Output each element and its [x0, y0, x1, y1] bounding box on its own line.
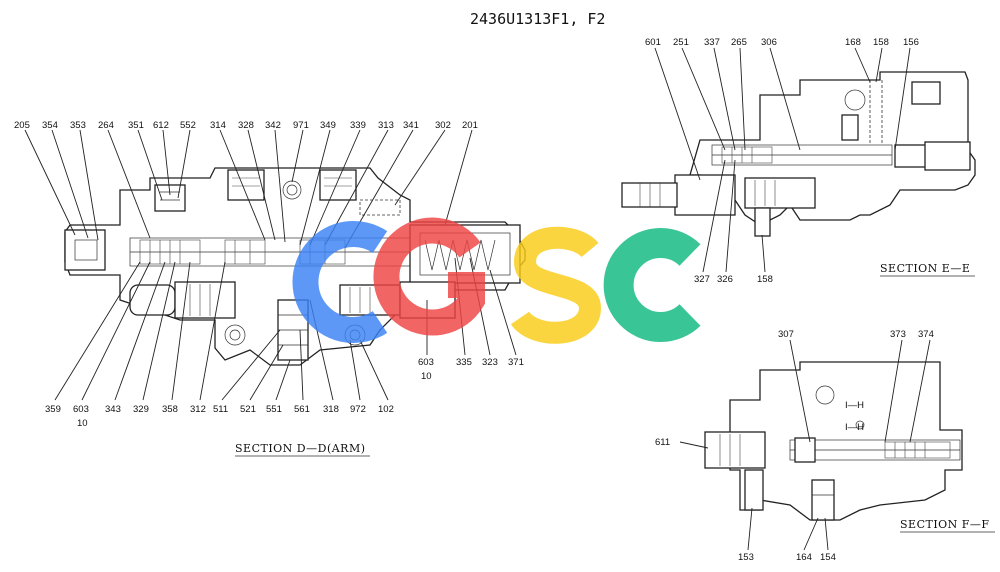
label-353: 353 [70, 120, 86, 131]
label-551: 551 [266, 404, 282, 415]
label-342: 342 [265, 120, 281, 131]
label-371: 371 [508, 357, 524, 368]
label-552: 552 [180, 120, 196, 131]
label-359: 359 [45, 404, 61, 415]
watermark-letter-c2 [603, 228, 701, 342]
label-561: 561 [294, 404, 310, 415]
label-264: 264 [98, 120, 114, 131]
label-603-right: 603 [418, 357, 434, 368]
label-329: 329 [133, 404, 149, 415]
label-314: 314 [210, 120, 226, 131]
watermark-letter-s [510, 226, 602, 344]
section-ee-drawing [621, 71, 976, 237]
label-374: 374 [918, 329, 934, 340]
label-302: 302 [435, 120, 451, 131]
label-603-left: 603 [73, 404, 89, 415]
label-10-right: 10 [421, 371, 432, 382]
section-ff-caption: SECTION F—F [900, 518, 990, 531]
label-168: 168 [845, 37, 861, 48]
label-972: 972 [350, 404, 366, 415]
watermark-letter-g [373, 217, 485, 336]
label-251: 251 [673, 37, 689, 48]
section-dd-labels: 205 354 353 264 351 612 552 314 328 342 … [14, 120, 524, 429]
label-328: 328 [238, 120, 254, 131]
annotation-ih-top: I—H [845, 400, 864, 411]
label-335: 335 [456, 357, 472, 368]
label-337: 337 [704, 37, 720, 48]
label-358: 358 [162, 404, 178, 415]
label-611: 611 [655, 437, 670, 448]
label-158-bottom: 158 [757, 274, 773, 285]
section-ff-labels: 307 373 374 611 153 164 154 I—H I—H [655, 329, 934, 563]
label-313: 313 [378, 120, 394, 131]
label-343: 343 [105, 404, 121, 415]
label-307: 307 [778, 329, 794, 340]
section-ff-drawing [704, 361, 963, 521]
label-349: 349 [320, 120, 336, 131]
drawing-title: 2436U1313F1, F2 [470, 10, 605, 28]
label-326: 326 [717, 274, 733, 285]
label-323: 323 [482, 357, 498, 368]
section-dd-caption: SECTION D—D(ARM) [235, 442, 366, 455]
label-156: 156 [903, 37, 919, 48]
label-306: 306 [761, 37, 777, 48]
section-ee-leaders [654, 47, 911, 273]
label-164: 164 [796, 552, 812, 563]
label-327: 327 [694, 274, 710, 285]
section-ff-leaders [679, 339, 931, 551]
watermark-letter-c1 [292, 221, 388, 343]
label-339: 339 [350, 120, 366, 131]
label-511: 511 [213, 404, 228, 415]
label-312: 312 [190, 404, 206, 415]
label-971: 971 [293, 120, 309, 131]
label-318: 318 [323, 404, 339, 415]
label-265: 265 [731, 37, 747, 48]
label-601: 601 [645, 37, 661, 48]
section-ee-caption: SECTION E—E [880, 262, 970, 275]
label-102: 102 [378, 404, 394, 415]
label-351: 351 [128, 120, 144, 131]
label-205: 205 [14, 120, 30, 131]
annotation-ih-bottom: I—H [845, 422, 864, 433]
label-154: 154 [820, 552, 836, 563]
label-153: 153 [738, 552, 754, 563]
section-ee-labels: 601 251 337 265 306 168 158 156 327 326 … [645, 37, 919, 285]
label-373: 373 [890, 329, 906, 340]
label-612: 612 [153, 120, 169, 131]
cgsc-watermark-logo [292, 217, 701, 344]
label-158-top: 158 [873, 37, 889, 48]
label-201: 201 [462, 120, 478, 131]
label-10-left: 10 [77, 418, 88, 429]
label-341: 341 [403, 120, 419, 131]
label-354: 354 [42, 120, 58, 131]
label-521: 521 [240, 404, 256, 415]
